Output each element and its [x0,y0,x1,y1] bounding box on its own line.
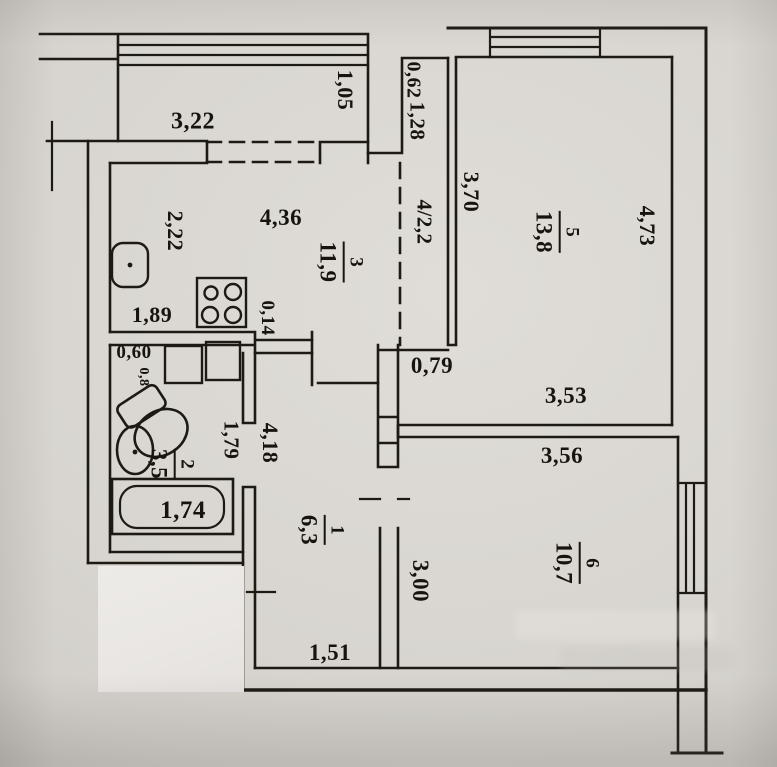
stove-icon [195,276,248,329]
dimension-label: 1,28 [405,101,430,141]
room-area: 10,7 [551,541,577,585]
kitchen-sink-icon [110,241,150,289]
room-number: 5 [561,227,583,237]
dimension-label: 1,74 [160,497,206,524]
dimension-label: 3,53 [544,383,588,408]
dimension-label: 1,51 [308,640,352,665]
fraction-line [342,241,345,283]
fraction-line [558,210,561,254]
fraction-line [173,448,176,480]
dimension-label: 0,60 [116,342,152,363]
room-number: 1 [326,525,348,535]
erased-patch [98,566,244,692]
room-area: 3,5 [146,448,172,480]
wall-ticks [245,497,411,594]
fraction-line [323,514,326,546]
window-top-icon [488,26,602,59]
room-area: 13,8 [531,210,557,254]
dimension-label: 4,73 [635,205,660,247]
bathtub-icon [110,477,235,536]
balcony-door-dashed [205,140,322,164]
dimension-label: 4,36 [259,205,303,230]
balcony-railing [116,43,370,67]
dimension-label: 3,70 [459,171,484,213]
room-area: 6,3 [296,514,322,546]
room-number: 2 [176,459,198,469]
room-number: 6 [581,558,603,568]
washbasin-icon [115,424,155,476]
dimension-label: 3,00 [408,559,433,603]
washing-machine-icon [163,340,242,385]
window-right-icon [676,481,708,595]
vent-shaft [376,343,400,469]
dimension-label: 3,56 [540,443,584,468]
dimension-label: 1,05 [333,69,358,111]
dimension-label: 3,22 [171,108,215,135]
dimension-label: 4/2,2 [412,199,437,245]
room-area: 11,9 [315,241,341,283]
toilet-icon [116,383,189,459]
dimension-label: 0,62 [402,61,425,99]
dimension-label: 0,14 [257,300,278,336]
dimension-label: 0,79 [410,353,454,378]
dimension-label: 1,89 [131,302,173,327]
dimension-label: 1,79 [219,420,244,460]
dimension-label: 0,8 [136,367,151,387]
dimension-label: 2,22 [163,210,188,252]
dimension-label: 4,18 [258,422,283,464]
fraction-line [578,541,581,585]
room-number: 3 [345,257,367,267]
